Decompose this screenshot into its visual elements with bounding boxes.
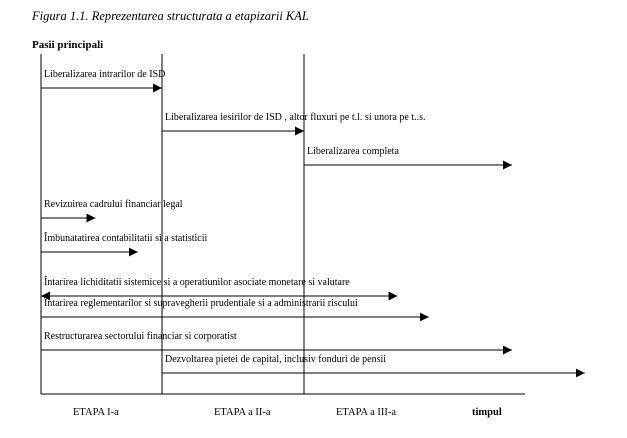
stage-label-3: ETAPA a III-a bbox=[336, 407, 396, 418]
step-9: Dezvoltarea pietei de capital, inclusiv … bbox=[162, 354, 585, 378]
figure-title: Figura 1.1. Reprezentarea structurata a … bbox=[32, 9, 309, 23]
stage-label-2: ETAPA a II-a bbox=[214, 407, 271, 418]
step-label: Îmbunatatirea contabilitatii si a statis… bbox=[44, 232, 208, 244]
step-4: Revizuirea cadrului financiar legal bbox=[41, 199, 183, 223]
step-7: Întarirea reglementarilor si supravegher… bbox=[41, 297, 429, 322]
stage-label-1: ETAPA I-a bbox=[73, 407, 119, 418]
step-label: Liberalizarea completa bbox=[307, 146, 399, 157]
step-2: Liberalizarea iesirilor de ISD , altor f… bbox=[162, 112, 425, 136]
step-label: Liberalizarea iesirilor de ISD , altor f… bbox=[165, 112, 425, 123]
step-label: Întarirea lichiditatii sistemice si a op… bbox=[44, 276, 350, 288]
step-1: Liberalizarea intrarilor de ISD bbox=[41, 69, 165, 93]
step-label: Întarirea reglementarilor si supravegher… bbox=[44, 297, 358, 309]
step-8: Restructurarea sectorului financiar si c… bbox=[41, 331, 512, 355]
step-label: Liberalizarea intrarilor de ISD bbox=[44, 69, 165, 80]
steps-layer: Liberalizarea intrarilor de ISD Liberaliz… bbox=[41, 69, 585, 378]
step-5: Îmbunatatirea contabilitatii si a statis… bbox=[41, 232, 208, 257]
time-label: timpul bbox=[472, 407, 502, 418]
step-label: Dezvoltarea pietei de capital, inclusiv … bbox=[165, 354, 386, 365]
step-3: Liberalizarea completa bbox=[304, 146, 512, 170]
section-title: Pasii principali bbox=[32, 39, 104, 51]
step-6: Întarirea lichiditatii sistemice si a op… bbox=[41, 276, 398, 301]
step-label: Restructurarea sectorului financiar si c… bbox=[44, 331, 237, 342]
step-label: Revizuirea cadrului financiar legal bbox=[44, 199, 183, 210]
